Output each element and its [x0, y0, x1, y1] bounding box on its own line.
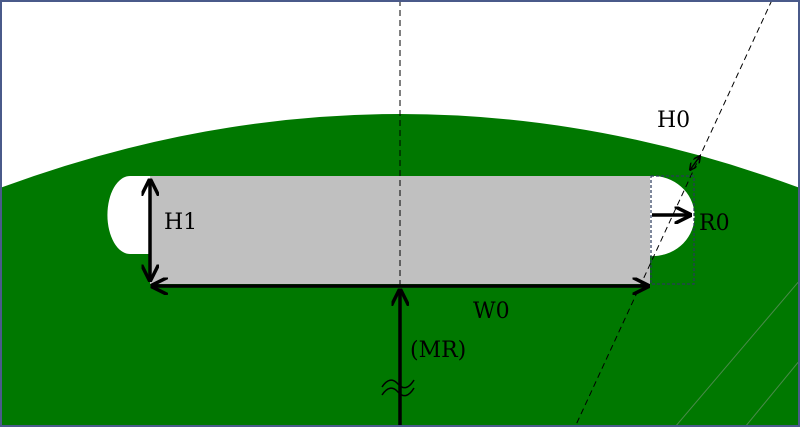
hatch-line — [676, 281, 798, 425]
break-mark-icon — [381, 387, 415, 397]
mr-label: (MR) — [410, 338, 466, 363]
break-mark-icon — [381, 379, 415, 389]
h1-label: H1 — [164, 210, 197, 235]
h0-dimension-arrow — [690, 156, 700, 170]
rib-dashed-box — [650, 175, 695, 285]
hatch-line — [745, 361, 798, 425]
w0-label: W0 — [473, 299, 510, 324]
r0-label: R0 — [699, 211, 730, 236]
left-air-pocket — [107, 176, 150, 254]
h0-label: H0 — [657, 108, 690, 133]
